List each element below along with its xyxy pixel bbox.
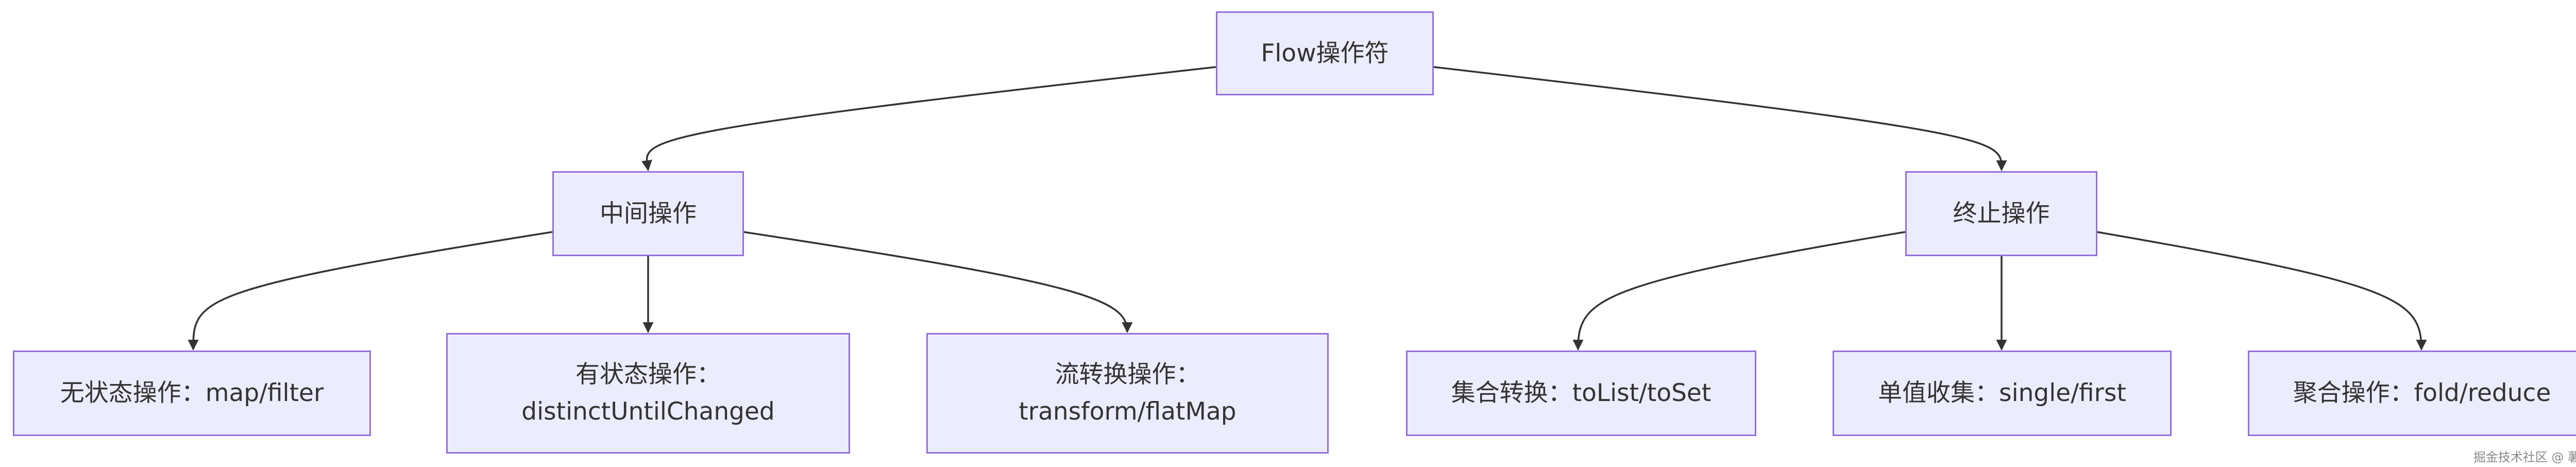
edge-intermediate-to-stateless: [188, 231, 553, 351]
node-flow-transform-operations-line1: 流转换操作：: [1055, 360, 1200, 389]
edge-root-to-terminal: [1433, 66, 2007, 172]
node-flow-operators-label: Flow操作符: [1261, 39, 1389, 68]
node-intermediate-operations: 中间操作: [552, 171, 744, 256]
node-stateful-operations: 有状态操作： distinctUntilChanged: [446, 333, 850, 454]
node-flow-transform-operations: 流转换操作： transform/flatMap: [926, 333, 1329, 454]
node-intermediate-operations-label: 中间操作: [600, 199, 697, 228]
node-collection-conversion: 集合转换：toList/toSet: [1406, 351, 1756, 436]
edge-root-to-intermediate: [641, 66, 1216, 172]
node-flow-transform-operations-text: 流转换操作： transform/flatMap: [1019, 356, 1236, 430]
node-collection-conversion-label: 集合转换：toList/toSet: [1451, 379, 1711, 407]
node-terminal-operations: 终止操作: [1905, 171, 2097, 256]
node-single-value-collection: 单值收集：single/first: [1833, 351, 2172, 436]
node-aggregate-operations-label: 聚合操作：fold/reduce: [2293, 379, 2551, 407]
node-flow-transform-operations-line2: transform/flatMap: [1019, 397, 1236, 426]
edge-intermediate-to-flow: [743, 231, 1133, 333]
node-stateless-operations: 无状态操作：map/filter: [13, 351, 371, 436]
node-stateful-operations-line2: distinctUntilChanged: [521, 397, 775, 426]
node-aggregate-operations: 聚合操作：fold/reduce: [2248, 351, 2576, 436]
node-stateful-operations-line1: 有状态操作：: [575, 360, 721, 389]
node-flow-operators: Flow操作符: [1216, 11, 1434, 95]
node-single-value-collection-label: 单值收集：single/first: [1878, 379, 2126, 407]
watermark: 掘金技术社区 @ 薯小书: [2473, 450, 2576, 464]
node-stateful-operations-text: 有状态操作： distinctUntilChanged: [521, 356, 774, 430]
node-stateless-operations-label: 无状态操作：map/filter: [60, 379, 324, 407]
node-terminal-operations-label: 终止操作: [1953, 199, 2050, 228]
edge-terminal-to-collection: [1572, 231, 1906, 351]
edge-terminal-to-aggregate: [2096, 231, 2427, 351]
